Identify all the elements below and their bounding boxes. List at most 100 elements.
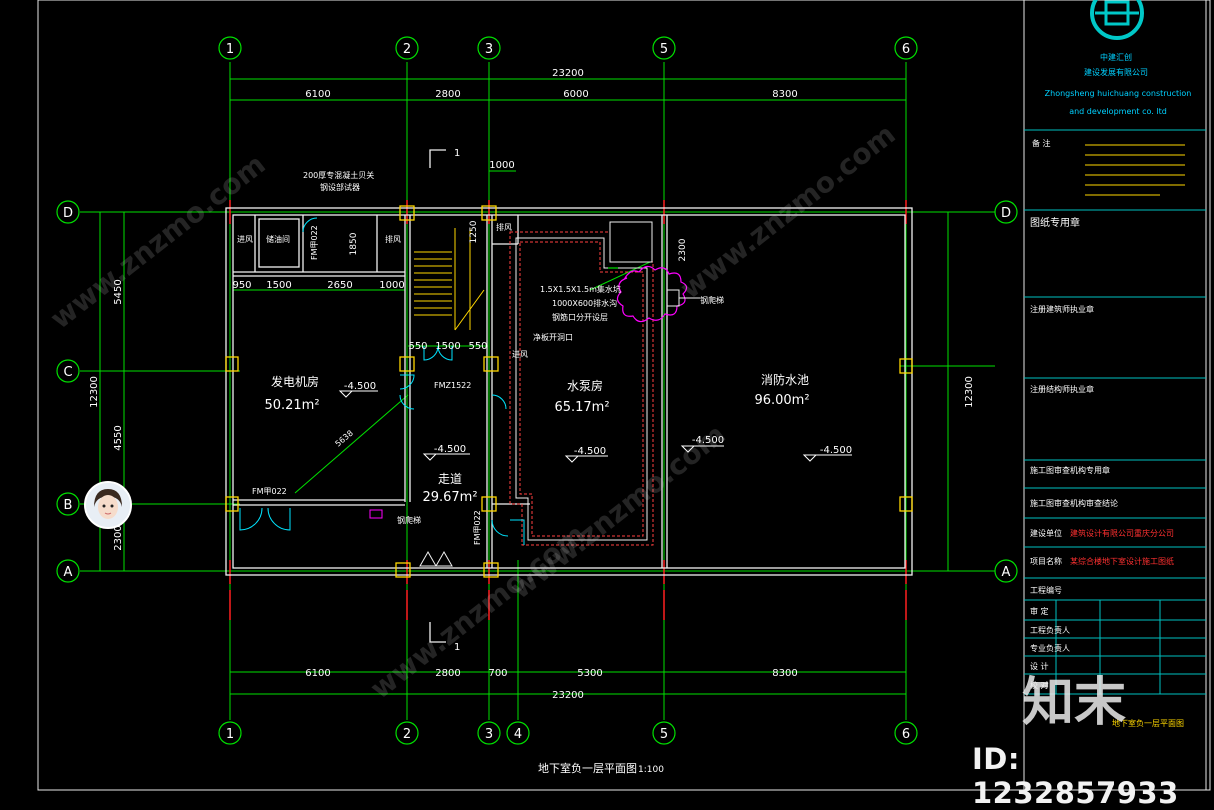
review-label: 施工图审查机构专用章 [1030,465,1110,475]
user-avatar[interactable] [84,481,132,529]
dim-top-total: 23200 [552,68,584,79]
stair [414,228,485,331]
dim-bottom-0: 6100 [305,668,330,679]
grid-lines [80,62,995,720]
dim-door-1: 1500 [435,341,460,352]
shaft-label-4: 排风 [496,222,512,232]
axis-right-D: D [1001,206,1011,221]
vent-symbol [666,289,700,307]
axis-bottom-1-circle [218,721,242,745]
seal-label: 图纸专用章 [1030,216,1080,229]
sign-row-3: 设 计 [1030,661,1049,671]
dim-bottom-1: 2800 [435,668,460,679]
axis-left-B-circle [56,492,80,516]
company-cn: 中建汇创 [1100,52,1132,62]
shaft-label-2: 储油间 [266,234,290,244]
project-label: 项目名称 [1030,556,1062,566]
axis-left-C-circle [56,359,80,383]
axis-top-2: 2 [403,42,411,57]
level-2: -4.500 [434,444,466,455]
axis-left-C: C [63,365,72,380]
dim-bottom-4: 8300 [772,668,797,679]
doors [239,217,525,545]
level-1: -4.500 [344,381,376,392]
door-vent-label: 净板开洞口 [533,332,573,342]
section-marks [429,149,446,643]
watermark-brand: 知末 [1022,673,1127,733]
dim-right-total: 12300 [964,376,975,408]
room-generator-area: 50.21m² [264,398,319,413]
dim-top-sub: 1000 [489,160,514,171]
dim-left-1: 4550 [113,425,124,450]
dim-vert-1: 1250 [469,220,479,243]
dim-right-small: 2300 [678,238,688,261]
axis-bottom-2-circle [395,721,419,745]
watermark-site-3: www.znzmo.com [504,418,732,606]
company-cn-2: 建设发展有限公司 [1084,67,1148,77]
drawing-frame [37,0,1211,791]
room-corridor-area: 29.67m² [422,490,477,505]
dim-vert-0: 1850 [349,232,359,255]
company-en-2: and development co. ltd [1069,107,1167,116]
dim-bottom-2: 700 [488,668,507,679]
drawing-scale: 1:100 [638,765,664,775]
room-pump-name: 水泵房 [567,378,603,393]
dim-door-2: 550 [468,341,487,352]
axis-left-D-circle [56,200,80,224]
cabinet [369,509,383,519]
dim-bottom-total: 23200 [552,690,584,701]
pipe-label: 5638 [334,429,355,449]
dim-left-0: 5450 [113,279,124,304]
axis-right-A-circle [994,559,1018,583]
axis-right-A: A [1002,565,1011,580]
columns [225,205,913,578]
room-corridor-name: 走道 [438,472,462,486]
tank-label: 1.5X1.5X1.5m集水坑 [540,284,621,294]
axis-left-A: A [64,565,73,580]
dim-top-3: 8300 [772,89,797,100]
dim-left-total: 12300 [89,376,100,408]
shaft-label-3: 排风 [385,234,401,244]
pit-symbol [419,550,453,567]
sub-label: 工程编号 [1030,585,1062,595]
company-logo [1090,0,1144,40]
reg-label-1: 注册建筑师执业章 [1030,304,1094,314]
room-pool-name: 消防水池 [761,372,809,387]
axis-top-3: 3 [485,42,493,57]
axis-bottom-3: 3 [485,727,493,742]
company-en-1: Zhongsheng huichuang construction [1045,89,1192,98]
dim-top-1: 2800 [435,89,460,100]
dim-room-3: 1000 [379,280,404,291]
level-3: -4.500 [574,446,606,457]
dim-left-2: 2300 [113,525,124,550]
shaft-label-5: 进风 [512,350,528,359]
section-mark-top: 1 [454,148,460,159]
fire-door-3: FM甲022 [473,510,482,545]
dim-bottom-3: 5300 [577,668,602,679]
axis-bottom-5: 5 [660,727,668,742]
axis-left-D: D [63,206,73,221]
pit-label: 钢爬梯 [397,515,421,525]
shaft-label-1: 进风 [237,235,253,244]
pump-trench [509,221,654,546]
axis-bottom-6: 6 [902,727,910,742]
dim-room-0: 950 [232,280,251,291]
axis-top-6-circle [894,36,918,60]
dim-room-1: 1500 [266,280,291,291]
axis-left-A-circle [56,559,80,583]
axis-bottom-6-circle [894,721,918,745]
note-lines [1085,144,1185,196]
trench-label-2: 钢筋口分开设层 [552,312,608,322]
trench-label: 1000X600排水沟 [552,298,617,308]
fire-door-2: FM甲022 [310,225,319,260]
axis-bottom-3-circle [477,721,501,745]
dim-room-2: 2650 [327,280,352,291]
level-4: -4.500 [692,435,724,446]
note-label: 备 注 [1032,138,1051,148]
axis-bottom-4-circle [506,721,530,745]
avatar-face-icon [86,483,130,527]
reg-label-2: 注册结构师执业章 [1030,384,1094,394]
title-block [1024,129,1206,695]
sign-row-2: 专业负责人 [1030,643,1070,653]
